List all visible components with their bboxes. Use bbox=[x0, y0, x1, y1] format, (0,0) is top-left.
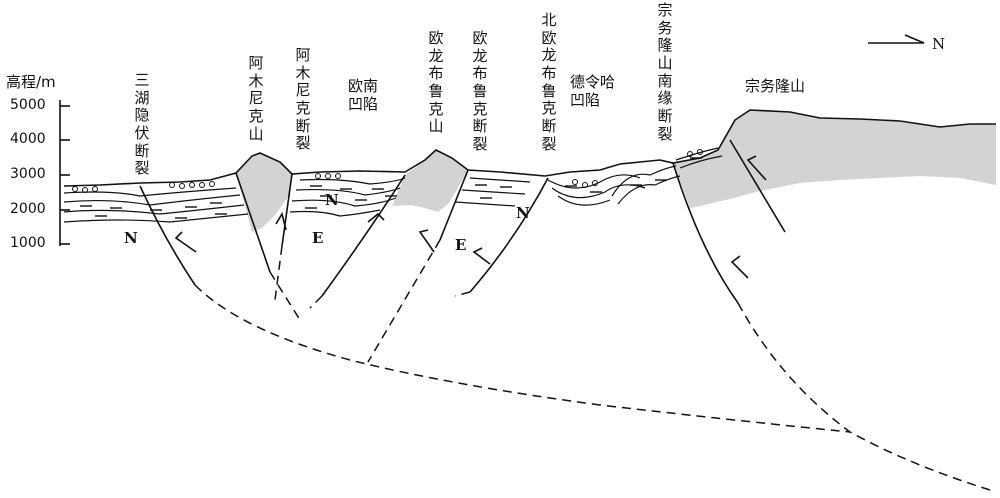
label-amunike-fault: 阿木尼克断裂 bbox=[295, 46, 311, 153]
label-delingha-depression-text: 德令哈凹陷 bbox=[570, 73, 616, 109]
label-north-oulongbuluke-fault: 北欧龙布鲁克断裂 bbox=[541, 11, 557, 153]
label-ounan-depression-text: 欧南凹陷 bbox=[348, 77, 379, 113]
surface-profile bbox=[63, 109, 996, 187]
label-amunike-mountain: 阿木尼克山 bbox=[248, 54, 264, 143]
label-oulongbuluke-fault: 欧龙布鲁克断裂 bbox=[472, 29, 488, 154]
label-ounan-depression: 欧南凹陷 bbox=[348, 77, 388, 113]
stratum-label-n3: N bbox=[516, 204, 530, 222]
stratum-label-n1: N bbox=[124, 229, 138, 247]
fault-lines bbox=[139, 139, 786, 304]
inferred-faults bbox=[194, 239, 991, 491]
label-oulongbuluke-mountain: 欧龙布鲁克山 bbox=[428, 29, 444, 136]
bedding-dashes bbox=[80, 157, 702, 219]
strata-lines bbox=[63, 147, 723, 223]
slip-arrows bbox=[174, 155, 767, 279]
elevation-axis-title: 高程/m bbox=[6, 73, 56, 91]
stratum-label-n2: N bbox=[325, 191, 339, 209]
tick-label-5000: 5000 bbox=[10, 97, 46, 113]
stratum-label-e1: E bbox=[312, 229, 324, 247]
conglomerate-pebbles bbox=[72, 149, 703, 193]
north-label: N bbox=[932, 35, 946, 53]
label-sanhu-fault: 三湖隐伏断裂 bbox=[134, 71, 150, 178]
elevation-axis bbox=[59, 100, 70, 246]
label-zongwulong-mountain: 宗务隆山 bbox=[745, 77, 806, 95]
label-delingha-depression: 德令哈凹陷 bbox=[570, 73, 626, 109]
label-zongwulong-south-fault: 宗务隆山南缘断裂 bbox=[657, 1, 673, 143]
tick-label-4000: 4000 bbox=[10, 131, 46, 147]
stratum-label-e2: E bbox=[455, 236, 467, 254]
tick-label-3000: 3000 bbox=[10, 166, 46, 182]
north-arrow-icon bbox=[868, 34, 925, 44]
tick-label-1000: 1000 bbox=[10, 235, 46, 251]
tick-label-2000: 2000 bbox=[10, 201, 46, 217]
